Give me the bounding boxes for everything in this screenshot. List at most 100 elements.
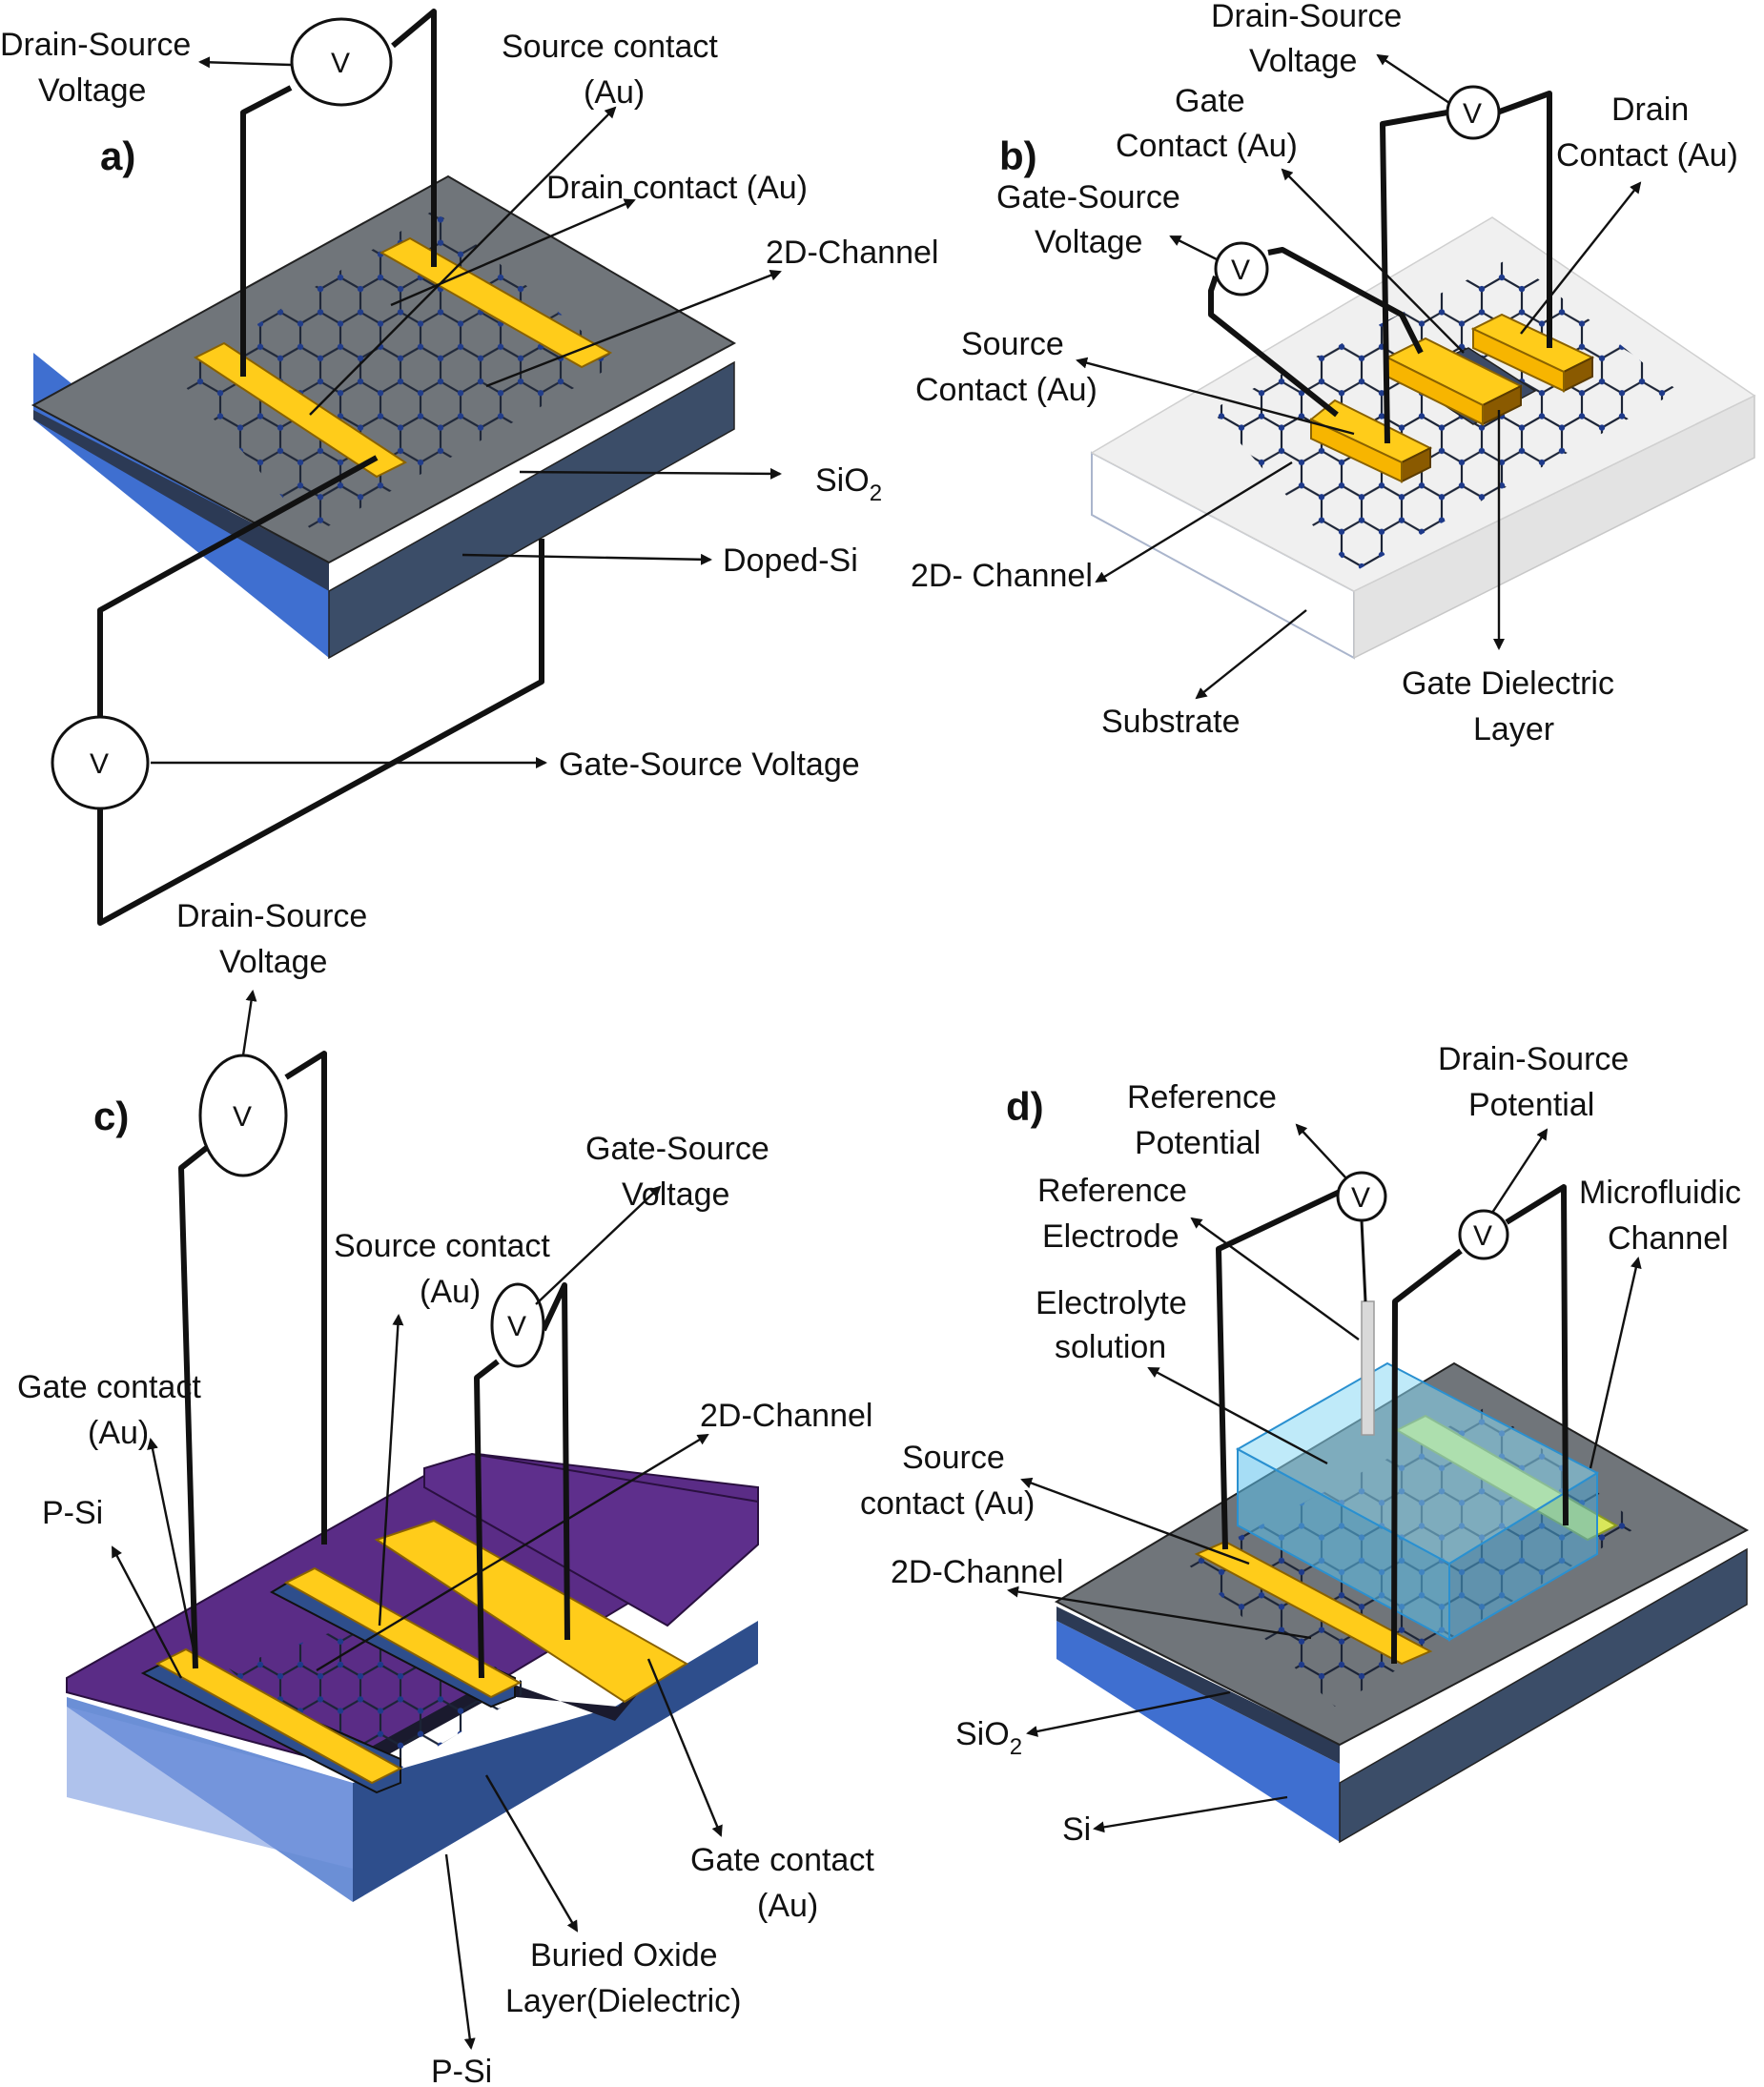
panel-c-ds-arrow (241, 990, 257, 1056)
panel-d-ref-electrode-label-2: Electrode (1042, 1218, 1179, 1255)
panel-a-drain-source-label-1: Drain-Source (0, 27, 191, 63)
panel-b-gate-contact-label-2: Contact (Au) (1116, 128, 1298, 164)
panel-c-gate-contact-top-label-1: Gate contact (17, 1369, 201, 1405)
panel-d-ds-wire-right (1505, 1184, 1569, 1526)
panel-d-electrolyte-label-2: solution (1055, 1329, 1166, 1365)
panel-b-ds-label-2: Voltage (1249, 43, 1357, 79)
panel-b-tag: b) (999, 133, 1037, 178)
panel-c-channel-arrow (316, 1433, 709, 1672)
panel-b-ds-wire-left (1380, 110, 1448, 444)
panel-a-source-contact-label-1: Source contact (502, 29, 718, 65)
panel-d-channel-arrow (1007, 1586, 1312, 1640)
panel-d-reference-voltmeter (1336, 1171, 1387, 1222)
panel-a-gate-wire-2 (97, 539, 544, 926)
panel-c: c) V V Drain-Source Voltage Gate-Source … (17, 898, 874, 2087)
panel-c-gate-source-voltmeter (490, 1282, 545, 1368)
panel-a-sio2-label: SiO2 (815, 462, 882, 506)
panel-d-ds-label-2: Potential (1468, 1087, 1594, 1123)
panel-c-psi-top-arrow (111, 1545, 183, 1679)
panel-d: d) V V Reference Potential Drain-Source … (860, 1041, 1750, 1848)
panel-a-source-contact-label-2: (Au) (584, 74, 645, 111)
panel-c-psi-side (353, 1621, 758, 1902)
panel-d-ref-potential-arrow (1295, 1123, 1347, 1179)
panel-d-electrolyte-label-1: Electrolyte (1036, 1285, 1187, 1321)
panel-d-ref-v-symbol: V (1351, 1182, 1370, 1214)
panel-b-gate-contact-label-1: Gate (1175, 83, 1245, 119)
panel-d-ref-wire-down (1360, 1219, 1367, 1302)
panel-c-channel-label: 2D-Channel (700, 1398, 872, 1434)
panel-b: b) V V Drain-Source Voltage Gate Contact (911, 0, 1756, 747)
panel-c-gs-wire-right (541, 1282, 570, 1641)
panel-b-gs-label-2: Voltage (1035, 224, 1142, 260)
panel-d-tag: d) (1006, 1084, 1044, 1129)
panel-a-source-arrow (309, 106, 617, 416)
panel-a-channel-label: 2D-Channel (766, 235, 938, 271)
panel-a-source-contact (194, 341, 407, 479)
panel-d-si-label: Si (1062, 1811, 1091, 1848)
panel-b-drain-contact-label-1: Drain (1611, 92, 1689, 128)
panel-b-drain-contact-label-2: Contact (Au) (1556, 137, 1738, 174)
panel-d-ref-potential-label-2: Potential (1135, 1125, 1261, 1161)
panel-a-gs-v-symbol: V (90, 748, 109, 780)
panel-b-substrate-label: Substrate (1101, 704, 1241, 740)
panel-c-psi-top-label: P-Si (42, 1495, 103, 1531)
panel-c-gs-arrow (535, 1185, 662, 1305)
panel-c-buried-oxide-label-1: Buried Oxide (530, 1937, 718, 1974)
panel-a-gate-source-voltmeter (51, 715, 150, 810)
panel-d-si-arrow (1093, 1795, 1288, 1833)
panel-a-doped-si-arrow (462, 553, 712, 565)
panel-c-gate-bottom-arrow (646, 1658, 723, 1837)
panel-d-sio2-label: SiO2 (955, 1716, 1022, 1760)
panel-d-si-front (1056, 1621, 1340, 1842)
panel-d-ref-wire-left (1216, 1189, 1342, 1550)
panel-a-ds-v-symbol: V (331, 48, 350, 79)
panel-a-drain-arrow (390, 198, 636, 307)
panel-a-channel-arrow (485, 270, 782, 388)
panel-d-source-contact-label-1: Source (902, 1440, 1005, 1476)
panel-c-psi-bottom-label: P-Si (431, 2054, 492, 2087)
panel-b-2d-channel-lattice (1211, 257, 1678, 572)
panel-a-doped-si-side (328, 360, 735, 660)
panel-d-ds-v-symbol: V (1473, 1220, 1492, 1252)
panel-b-channel-label: 2D- Channel (911, 558, 1093, 594)
panel-d-electrolyte-top (1235, 1361, 1600, 1565)
panel-b-source-arrow (1076, 357, 1355, 436)
panel-b-ds-wire-right (1495, 91, 1552, 348)
panel-c-gate-contact-large (374, 1519, 688, 1704)
panel-c-tag: c) (93, 1094, 129, 1138)
panel-c-contact-1 (154, 1647, 403, 1785)
panel-d-ds-label-1: Drain-Source (1438, 1041, 1629, 1077)
panel-b-channel-arrow (1095, 460, 1293, 583)
panel-b-gs-wire-left (1208, 276, 1339, 418)
panel-d-drain-source-voltmeter (1458, 1209, 1509, 1260)
panel-c-contact-2 (283, 1566, 523, 1699)
panel-b-gate-source-voltmeter (1214, 241, 1269, 297)
panel-b-gate-dielectric-label-1: Gate Dielectric (1402, 665, 1614, 702)
panel-c-buried-oxide-step (358, 1659, 667, 1771)
panel-b-source-contact-front (1310, 418, 1403, 483)
panel-c-gate-contact-bottom-label-2: (Au) (757, 1888, 818, 1924)
panel-d-sio2-arrow (1026, 1690, 1231, 1737)
panel-d-electrolyte-arrow (1147, 1366, 1328, 1465)
panel-c-gs-wire-left (474, 1359, 500, 1679)
panel-c-buried-oxide-arrow (484, 1774, 579, 1933)
panel-a-doped-si-label: Doped-Si (723, 542, 858, 579)
panel-d-ref-potential-label-1: Reference (1127, 1079, 1277, 1115)
panel-c-ds-label-1: Drain-Source (176, 898, 367, 934)
panel-c-psi-bottom-arrow (444, 1853, 476, 2050)
panel-d-sio2-edge (1056, 1606, 1340, 1764)
panel-b-gs-wire-right (1267, 247, 1424, 355)
panel-b-gs-label-1: Gate-Source (996, 179, 1180, 215)
panel-a-ds-arrow (198, 56, 292, 69)
panel-a-gate-source-label: Gate-Source Voltage (559, 747, 860, 783)
panel-c-source-arrow (378, 1314, 404, 1627)
panel-c-gs-v-symbol: V (507, 1311, 526, 1342)
panel-c-ds-wire-right (284, 1051, 327, 1545)
panel-a-drain-wire (240, 85, 293, 377)
panel-b-source-contact-label-2: Contact (Au) (915, 372, 1097, 408)
panel-c-purple-raised (423, 1452, 759, 1627)
panel-d-source-contact (1194, 1540, 1433, 1666)
panel-d-ref-electrode-label-1: Reference (1037, 1173, 1187, 1209)
panel-b-gs-arrow (1169, 235, 1218, 261)
